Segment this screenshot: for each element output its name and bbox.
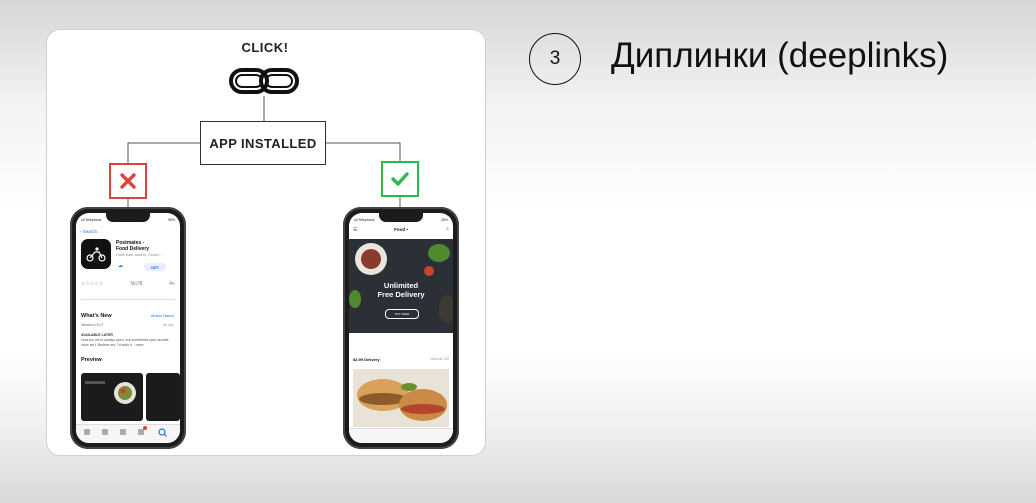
sandwich-photo[interactable]	[353, 369, 449, 427]
phone-app-store: ull Telephone 12:09 95% ‹ Search Postmat…	[70, 207, 186, 449]
app-store-screen: ull Telephone 12:09 95% ‹ Search Postmat…	[76, 213, 180, 443]
try-free-button[interactable]: TRY FREE	[385, 309, 419, 319]
update-age: 4w ago	[162, 323, 174, 327]
not-installed-mark	[109, 163, 147, 199]
step-number: 3	[549, 48, 561, 69]
phone-notch	[379, 213, 423, 222]
update-notes: Hold-by: we're always open, but sometime…	[81, 338, 169, 347]
rating-stars: ☆☆☆☆☆	[81, 281, 104, 287]
preview-heading: Preview	[81, 357, 102, 363]
chart-rank: No78	[130, 281, 143, 287]
food-bowl-image	[85, 381, 136, 404]
preview-screenshot-1[interactable]	[81, 373, 143, 421]
status-carrier: ull Telephone	[354, 218, 375, 222]
age-rating: 4+	[169, 281, 175, 287]
promo-hero-banner[interactable]	[349, 239, 453, 333]
app-subtitle: Order Eats, Alcohol, Grocer...	[116, 253, 162, 257]
food-title: Food •	[394, 227, 408, 232]
menu-icon[interactable]: ☰	[353, 227, 358, 233]
courier-scooter-icon	[86, 247, 106, 262]
slide-heading: Диплинки (deeplinks)	[611, 36, 949, 75]
installed-mark	[381, 161, 419, 197]
app-installed-label: APP INSTALLED	[209, 135, 317, 151]
version-text: Version 4.5.17	[81, 323, 104, 327]
app-store-tab-bar	[76, 424, 180, 443]
version-history-link[interactable]: Version History	[150, 314, 174, 318]
link-chain-icon	[229, 68, 299, 94]
status-carrier: ull Telephone	[81, 218, 102, 222]
promo-title: Unlimited Free Delivery	[377, 281, 425, 299]
divider	[81, 299, 175, 300]
step-number-badge: 3	[529, 33, 581, 85]
app-name: Postmates - Food Delivery	[116, 240, 150, 252]
app-installed-box: APP INSTALLED	[200, 121, 326, 165]
search-icon[interactable]: ⌕	[446, 226, 449, 232]
preview-screenshot-2[interactable]	[146, 373, 180, 421]
see-all-link[interactable]: View all 120	[430, 357, 449, 361]
hero-food-image	[349, 243, 453, 323]
status-battery: 95%	[167, 218, 175, 222]
click-label: CLICK!	[241, 40, 289, 55]
back-label: Search	[82, 229, 98, 234]
back-link[interactable]: ‹ Search	[80, 229, 98, 234]
food-app-screen: ull Telephone 21:08 25% ☰ Food • ⌕ Unlim…	[349, 213, 453, 443]
available-later: AVAILABLE LATER	[81, 333, 113, 337]
cloud-download-icon[interactable]: ☁	[118, 263, 123, 269]
get-button[interactable]: GET	[144, 263, 166, 271]
food-tab-bar	[349, 428, 453, 443]
check-icon	[391, 172, 409, 186]
status-battery: 25%	[440, 218, 448, 222]
delivery-label: $3.99 Delivery	[353, 357, 380, 362]
phone-notch	[106, 213, 150, 222]
app-ratings-row: ☆☆☆☆☆ No78 4+	[81, 281, 175, 287]
phone-food-app: ull Telephone 21:08 25% ☰ Food • ⌕ Unlim…	[343, 207, 459, 449]
cross-icon	[120, 173, 136, 189]
sandwich-image	[353, 369, 449, 427]
postmates-app-icon	[81, 239, 111, 269]
tab-bar-icons	[84, 426, 167, 437]
whats-new-heading: What's New	[81, 313, 112, 319]
